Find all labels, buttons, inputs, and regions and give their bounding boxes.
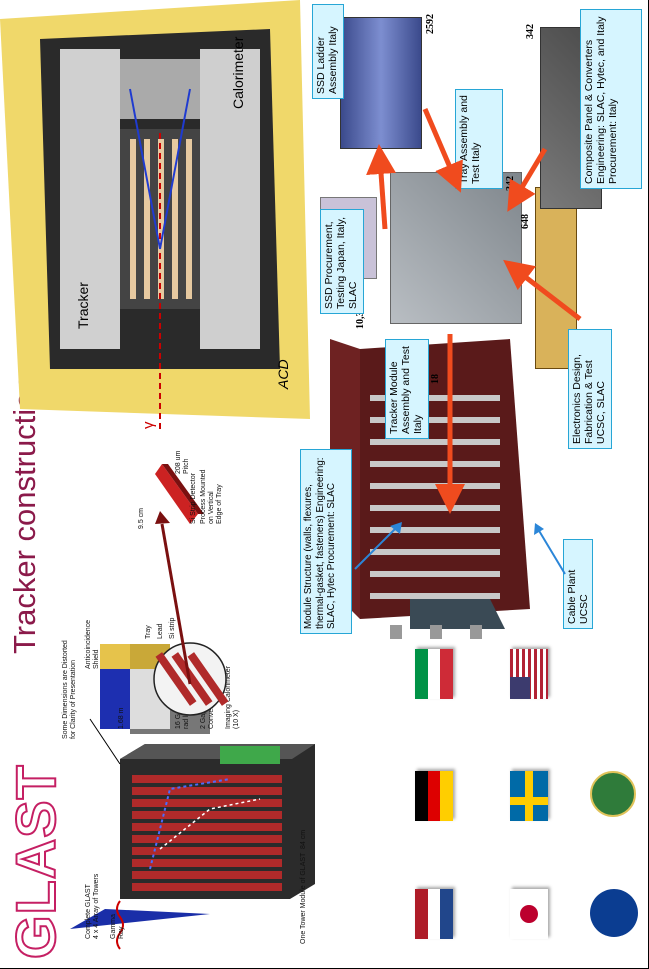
arrow-electronics-to-tray <box>503 259 582 321</box>
arrow-ladder-to-tray <box>422 108 463 193</box>
flag-italy <box>415 649 453 699</box>
calorimeter-shape <box>120 59 200 119</box>
cable-plant-arrow <box>534 523 566 575</box>
doe-logo <box>590 771 636 817</box>
arrow-ssd-to-ladder <box>366 144 397 230</box>
instrument-cutaway-illustration <box>0 0 310 429</box>
acd-tiles <box>60 49 120 349</box>
flag-usa <box>510 649 548 699</box>
module-structure-arrow <box>354 522 402 570</box>
si-strip-detector-illustration <box>155 464 204 524</box>
calorimeter-block <box>220 746 280 764</box>
arrow-composite-to-tray <box>507 147 548 212</box>
flag-germany <box>415 771 453 821</box>
flag-netherlands <box>415 889 453 939</box>
flag-sweden <box>510 771 548 821</box>
gamma-ray-path <box>116 900 124 950</box>
detector-arrow <box>155 511 192 685</box>
flag-japan <box>510 889 548 939</box>
nasa-logo <box>590 889 638 937</box>
blue-wedge-shape <box>70 909 210 929</box>
module-trays <box>370 395 500 599</box>
